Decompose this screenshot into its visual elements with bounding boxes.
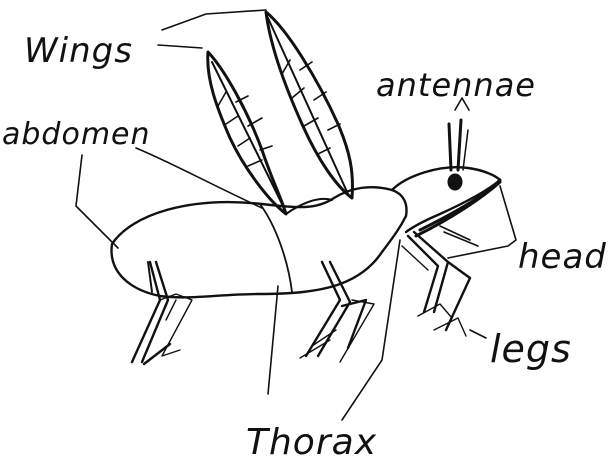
label-legs: legs [490,327,572,371]
wings-drawing [208,12,353,214]
label-head: head [518,237,607,277]
label-antennae: antennae [376,66,536,104]
label-thorax: Thorax [246,422,377,463]
eye [448,174,462,190]
insect-body [112,120,500,297]
label-abdomen: abdomen [2,117,151,152]
label-wings: Wings [24,31,133,71]
insect-legs [132,226,478,364]
